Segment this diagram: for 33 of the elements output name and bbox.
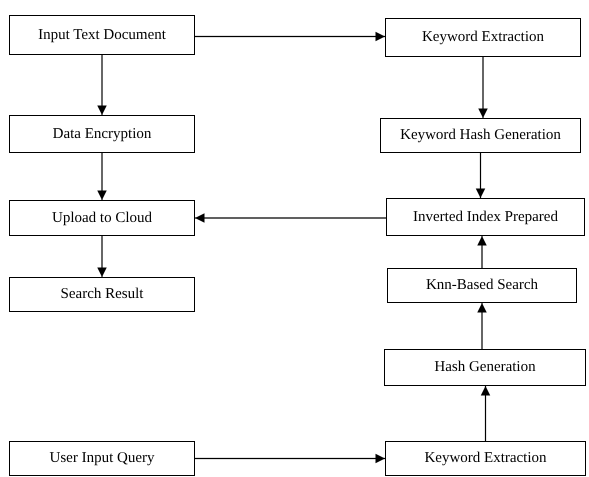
box-label: Keyword Extraction <box>422 28 544 47</box>
process-box <box>9 115 195 153</box>
process-box <box>9 200 195 236</box>
box-label: Keyword Extraction <box>424 449 547 468</box>
process-box <box>387 268 577 303</box>
arrow <box>97 236 107 277</box>
box-label: Input Text Document <box>38 26 166 44</box>
process-box <box>386 198 585 236</box>
arrow <box>97 153 107 200</box>
process-box <box>9 277 195 312</box>
box-label: Hash Generation <box>434 358 536 377</box>
process-box <box>9 441 195 476</box>
box-label: Data Encryption <box>52 124 152 144</box>
arrow <box>476 153 486 198</box>
box-label: User Input Query <box>50 449 154 468</box>
arrow <box>195 32 385 42</box>
box-label: Search Result <box>60 285 144 304</box>
arrow <box>480 386 490 441</box>
box-label: Upload to Cloud <box>52 208 152 228</box>
arrow <box>195 213 386 223</box>
process-box <box>380 118 581 153</box>
process-box <box>9 15 195 55</box>
box-label: Keyword Hash Generation <box>400 126 561 145</box>
arrow <box>477 236 487 268</box>
process-box <box>384 349 586 386</box>
process-box <box>385 441 586 476</box>
arrow <box>477 303 487 349</box>
process-box <box>385 18 581 57</box>
arrow <box>97 55 107 115</box>
box-label: Knn-Based Search <box>426 276 538 295</box>
box-label: Inverted Index Prepared <box>413 208 558 226</box>
arrow <box>195 454 385 464</box>
arrow <box>478 57 488 118</box>
